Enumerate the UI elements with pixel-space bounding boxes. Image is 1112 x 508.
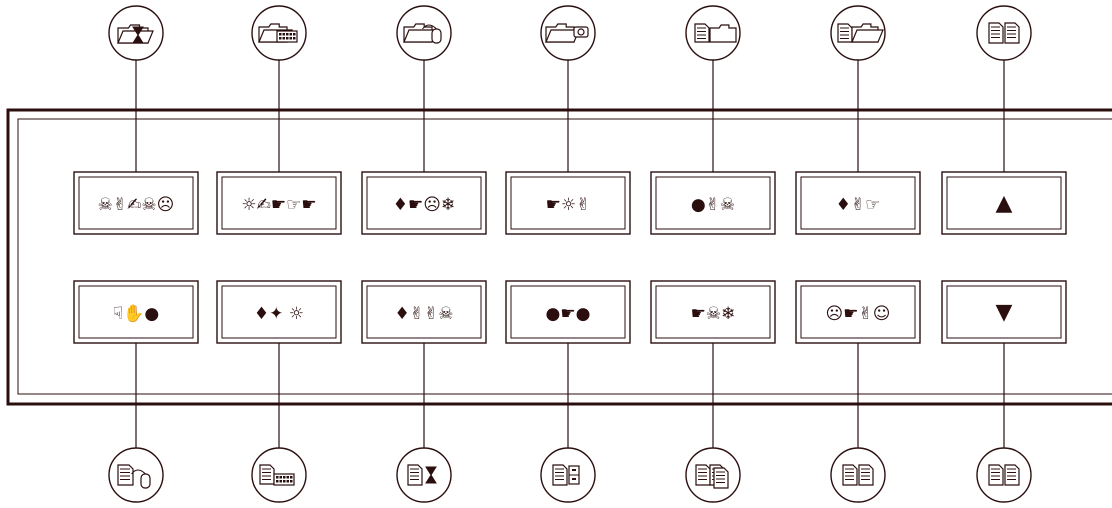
inner-frame	[17, 118, 1112, 395]
folder-camera-icon[interactable]	[540, 5, 596, 61]
document-open-folder-icon[interactable]	[830, 5, 886, 61]
top_row-button-1[interactable]: ☠✌✍☠☹	[73, 171, 199, 235]
top_row-button-label: ☠✌✍☠☹	[98, 195, 175, 215]
bottom_row-button-2[interactable]: ♦✦ ☼	[216, 280, 342, 344]
documents-icon[interactable]	[976, 447, 1032, 503]
bottom_row-button-5[interactable]: ☛☠❄	[650, 280, 776, 344]
document-stack-icon[interactable]	[685, 447, 741, 503]
top_row-button-label: ♦✌☞	[836, 195, 881, 215]
top_row-button-label: ●✌☠	[691, 195, 735, 215]
top_row-button-label: ☛☼✌	[546, 195, 591, 215]
outer-frame	[6, 108, 1112, 406]
folder-keyboard-icon[interactable]	[251, 5, 307, 61]
document-keyboard-icon[interactable]	[251, 447, 307, 503]
bottom_row-button-label: ☛☠❄	[691, 304, 736, 324]
bottom_row-button-4[interactable]: ●☛●	[505, 280, 631, 344]
bottom_row-button-7[interactable]: ▼	[941, 280, 1067, 344]
bottom_row-button-label: ♦✌✌☠	[395, 304, 454, 324]
documents-icon[interactable]	[976, 5, 1032, 61]
top_row-button-2[interactable]: ☼✍☛☞☛	[216, 171, 342, 235]
document-mouse-icon[interactable]	[108, 447, 164, 503]
bottom_row-button-label: ☟✋●	[113, 303, 159, 324]
top_row-button-5[interactable]: ●✌☠	[650, 171, 776, 235]
bottom_row-button-1[interactable]: ☟✋●	[73, 280, 199, 344]
document-cabinet-icon[interactable]	[540, 447, 596, 503]
bottom_row-button-label: ▼	[996, 300, 1013, 325]
document-folder-icon[interactable]	[685, 5, 741, 61]
bottom_row-button-3[interactable]: ♦✌✌☠	[361, 280, 487, 344]
folder-hourglass-icon[interactable]	[108, 5, 164, 61]
bottom_row-button-label: ●☛●	[546, 304, 591, 324]
bottom_row-button-6[interactable]: ☹☛✌☺	[795, 280, 921, 344]
document-hourglass-icon[interactable]	[396, 447, 452, 503]
folder-mouse-icon[interactable]	[396, 5, 452, 61]
top_row-button-4[interactable]: ☛☼✌	[505, 171, 631, 235]
bottom_row-button-label: ♦✦ ☼	[254, 304, 304, 324]
top_row-button-7[interactable]: ▲	[941, 171, 1067, 235]
bottom_row-button-label: ☹☛✌☺	[826, 304, 891, 324]
top_row-button-3[interactable]: ♦☛☹❄	[361, 171, 487, 235]
top_row-button-label: ♦☛☹❄	[393, 195, 455, 215]
top_row-button-6[interactable]: ♦✌☞	[795, 171, 921, 235]
top_row-button-label: ☼✍☛☞☛	[241, 195, 316, 215]
documents-icon[interactable]	[830, 447, 886, 503]
top_row-button-label: ▲	[996, 191, 1013, 216]
